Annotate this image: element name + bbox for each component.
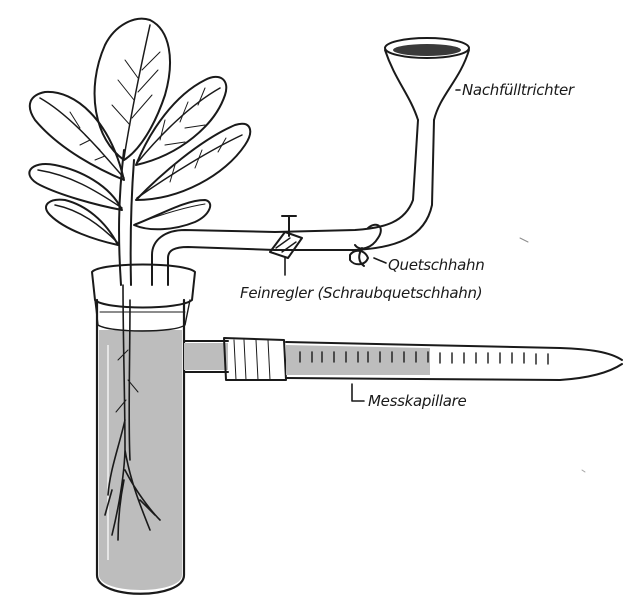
capillary-label: Messkapillare [368, 392, 466, 410]
pinch-clamp-label: Quetschhahn [388, 256, 484, 274]
test-tube [97, 300, 184, 594]
plant [29, 19, 250, 285]
screw-clamp-icon [270, 216, 302, 258]
side-arm [184, 341, 228, 372]
funnel-icon [385, 38, 469, 120]
rubber-stopper [92, 265, 195, 332]
paper-specks [520, 238, 585, 472]
leaf [30, 92, 124, 180]
funnel-label: Nachfülltrichter [462, 81, 575, 99]
glass-tube [152, 230, 275, 285]
rubber-hose [275, 120, 434, 250]
leaf [136, 124, 250, 200]
leaf [134, 200, 210, 229]
measuring-capillary [286, 342, 622, 380]
fine-regulator-label: Feinregler (Schraubquetschhahn) [240, 284, 482, 302]
leaf [136, 77, 226, 165]
capillary-connector [224, 338, 286, 380]
